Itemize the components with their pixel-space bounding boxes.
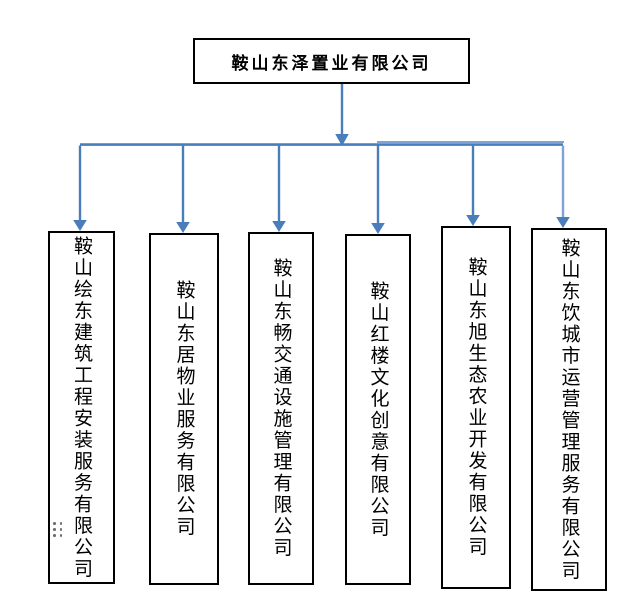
arrowhead-icon	[272, 221, 286, 232]
org-node-subsidiary-6[interactable]: 鞍山东饮城市运营管理服务有限公司	[531, 228, 607, 591]
drop-connector-1	[73, 145, 87, 231]
rail-line	[80, 141, 564, 146]
org-node-subsidiary-3[interactable]: 鞍山东畅交通设施管理有限公司	[248, 232, 314, 585]
arrowhead-icon	[556, 217, 570, 228]
arrowhead-icon	[176, 222, 190, 233]
org-node-label: 鞍山东饮城市运营管理服务有限公司	[558, 237, 581, 582]
org-node-subsidiary-4[interactable]: 鞍山红楼文化创意有限公司	[345, 234, 411, 585]
arrowhead-icon	[335, 134, 349, 146]
org-node-subsidiary-2[interactable]: 鞍山东居物业服务有限公司	[149, 233, 219, 585]
drop-connector-2	[176, 145, 190, 233]
drop-connector-3	[272, 145, 286, 232]
org-node-subsidiary-5[interactable]: 鞍山东旭生态农业开发有限公司	[441, 226, 511, 589]
drop-connector-5	[466, 145, 480, 226]
arrowhead-icon	[73, 220, 87, 231]
drop-connector-6	[556, 145, 570, 228]
arrowhead-icon	[466, 215, 480, 226]
org-node-label: 鞍山红楼文化创意有限公司	[367, 280, 390, 539]
org-node-root-label: 鞍山东泽置业有限公司	[231, 53, 432, 74]
org-node-label: 鞍山东居物业服务有限公司	[173, 280, 196, 538]
root-connector	[335, 84, 349, 146]
arrowhead-icon	[371, 223, 385, 234]
org-node-subsidiary-1[interactable]: 鞍山绘东建筑工程安装服务有限公司	[48, 231, 115, 584]
org-node-label: 鞍山东旭生态农业开发有限公司	[465, 257, 488, 558]
org-node-label: 鞍山东畅交通设施管理有限公司	[270, 258, 293, 559]
org-node-label: 鞍山绘东建筑工程安装服务有限公司	[70, 235, 93, 580]
drop-connector-4	[371, 145, 385, 234]
org-node-root[interactable]: 鞍山东泽置业有限公司	[193, 38, 470, 84]
drag-dots-icon[interactable]	[53, 522, 62, 537]
